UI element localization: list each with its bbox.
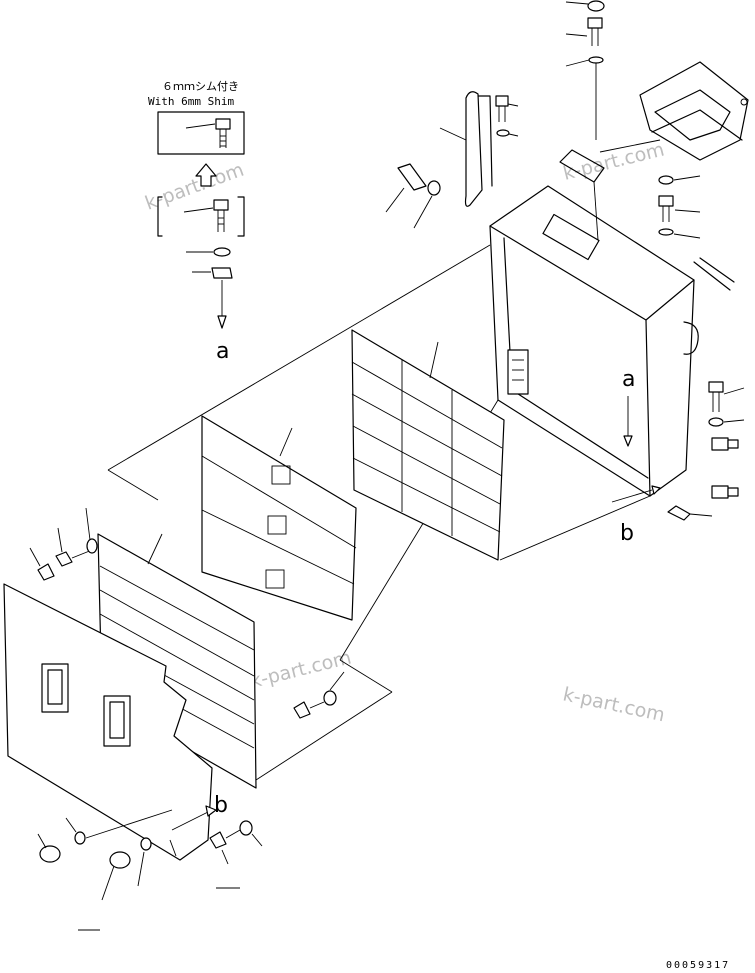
rear-screen-panel xyxy=(351,329,505,561)
side-bolt xyxy=(385,163,441,229)
shim-note-jp: ６ｍｍシム付き xyxy=(162,80,239,93)
handle-rail xyxy=(439,91,519,207)
left-fasteners xyxy=(29,507,98,581)
ref-label-a-left: a xyxy=(216,339,229,364)
ref-label-a-right: a xyxy=(622,367,635,392)
mesh-screen-panel xyxy=(201,415,357,621)
front-door-panel xyxy=(3,583,213,861)
shim-detail-group xyxy=(157,111,245,329)
top-bolt-stack xyxy=(565,0,605,140)
ref-label-b-right: b xyxy=(620,521,634,546)
watermark-3: k-part.com xyxy=(248,646,354,692)
bottom-fasteners xyxy=(37,671,345,931)
right-bolt-stack xyxy=(667,381,745,521)
serial-number: 00059317 xyxy=(666,960,730,971)
shim-note-en: With 6mm Shim xyxy=(148,95,234,108)
watermark-4: k-part.com xyxy=(561,683,667,726)
watermark-2: k-part.com xyxy=(561,138,667,184)
top-cover-plate xyxy=(599,61,749,239)
radiator-frame-box xyxy=(489,149,735,497)
ref-label-b-left: b xyxy=(214,793,228,818)
